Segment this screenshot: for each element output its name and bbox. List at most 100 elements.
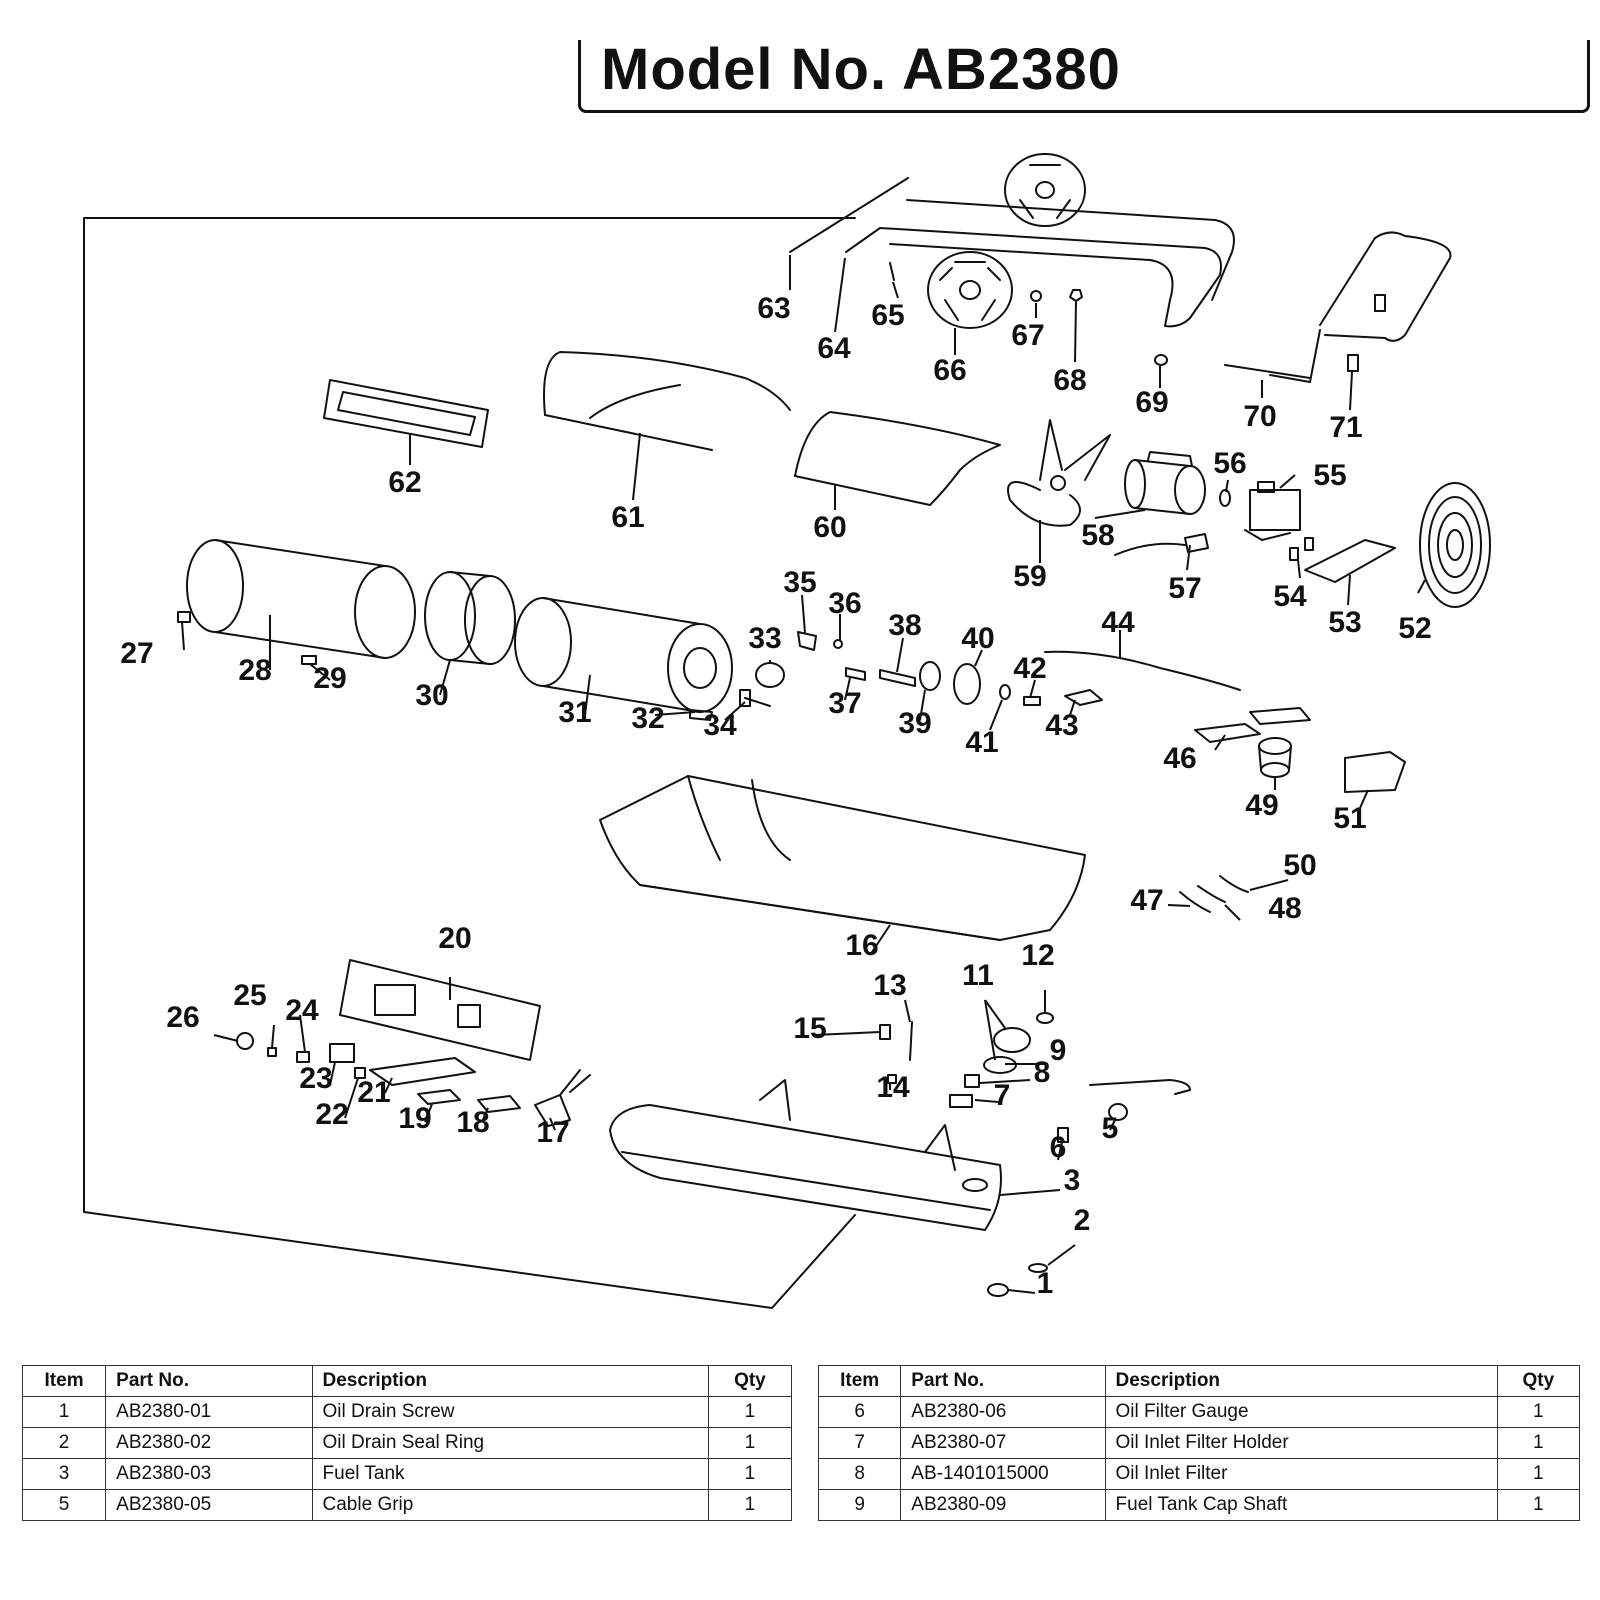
part-13-bolt — [909, 1021, 913, 1061]
callout-8: 8 — [1034, 1056, 1051, 1089]
callout-70: 70 — [1243, 400, 1276, 433]
part-31-inner-combustion-chamber — [514, 597, 733, 713]
callout-14: 14 — [876, 1071, 910, 1104]
part-22-plug — [354, 1067, 366, 1079]
callout-65: 65 — [871, 299, 904, 332]
part-64-handle-frame-back — [906, 199, 1235, 301]
table-row: 9 AB2380-09 Fuel Tank Cap Shaft 1 — [817, 1489, 1581, 1521]
callout-67: 67 — [1011, 319, 1044, 352]
cell-description: Oil Inlet Filter Holder — [1104, 1427, 1498, 1459]
assembly-frame-outline — [83, 217, 856, 1309]
part-16-body-shell — [599, 775, 1086, 941]
exploded-parts-diagram: 63 64 65 66 67 68 69 70 71 62 61 60 59 5… — [83, 153, 1491, 1309]
callout-35: 35 — [783, 566, 816, 599]
callout-labels: 63 64 65 66 67 68 69 70 71 62 61 60 59 5… — [120, 292, 1431, 1300]
callout-15: 15 — [793, 1012, 826, 1045]
part-56-coupling — [1219, 489, 1231, 507]
part-3-fuel-tank — [609, 1079, 1002, 1231]
callout-17: 17 — [536, 1116, 569, 1149]
callout-37: 37 — [828, 687, 861, 720]
part-51-plate — [1344, 751, 1406, 793]
callout-54: 54 — [1273, 580, 1307, 613]
cell-description: Cable Grip — [311, 1489, 709, 1521]
cell-qty: 1 — [1496, 1489, 1581, 1521]
cell-item: 8 — [817, 1458, 902, 1490]
part-29-clip — [301, 655, 317, 665]
part-30-ring — [424, 571, 516, 665]
callout-41: 41 — [965, 726, 998, 759]
part-5-cable-grip — [1108, 1103, 1128, 1121]
part-7-filter-holder — [949, 1094, 973, 1108]
cell-description: Oil Drain Seal Ring — [311, 1427, 709, 1459]
part-63-rod — [789, 177, 909, 253]
callout-30: 30 — [415, 679, 448, 712]
part-14-fitting — [887, 1074, 897, 1084]
part-27-clip — [177, 611, 191, 623]
part-12-seal — [1036, 1012, 1054, 1024]
callout-24: 24 — [285, 994, 319, 1027]
callout-55: 55 — [1313, 459, 1346, 492]
parts-table-area: Item Part No. Description Qty 1 AB2380-0… — [0, 1360, 1600, 1522]
callout-56: 56 — [1213, 447, 1246, 480]
callout-1: 1 — [1037, 1267, 1054, 1300]
cell-item: 2 — [21, 1427, 107, 1459]
callout-20: 20 — [438, 922, 471, 955]
part-43-photocell — [1064, 689, 1103, 706]
part-54-fitting — [1289, 547, 1299, 561]
cell-qty: 1 — [1496, 1396, 1581, 1428]
cell-qty: 1 — [707, 1458, 793, 1490]
part-53-bracket — [1304, 539, 1396, 583]
callout-51: 51 — [1333, 802, 1366, 835]
callout-64: 64 — [817, 332, 851, 365]
callout-2: 2 — [1074, 1204, 1091, 1237]
part-35-bracket — [797, 631, 817, 651]
callout-16: 16 — [845, 929, 878, 962]
col-description: Description — [1104, 1365, 1498, 1397]
part-33-sleeve — [755, 662, 785, 688]
callout-25: 25 — [233, 979, 266, 1012]
part-66-wheel-rear — [1004, 153, 1086, 227]
part-67-washer — [1030, 290, 1042, 302]
part-6-gauge — [1057, 1127, 1069, 1143]
callout-69: 69 — [1135, 386, 1168, 419]
part-49-filter — [1258, 737, 1292, 778]
callout-43: 43 — [1045, 709, 1078, 742]
callout-47: 47 — [1130, 884, 1163, 917]
callout-18: 18 — [456, 1106, 489, 1139]
part-2-seal-ring — [1028, 1263, 1048, 1273]
part-37-nozzle — [845, 667, 866, 681]
cell-item: 3 — [21, 1458, 107, 1490]
part-50-wire — [1219, 875, 1249, 893]
cell-description: Fuel Tank — [311, 1458, 709, 1490]
callout-61: 61 — [611, 501, 644, 534]
cell-item: 7 — [817, 1427, 902, 1459]
cell-qty: 1 — [1496, 1458, 1581, 1490]
part-58-motor — [1124, 451, 1206, 515]
model-title: Model No. AB2380 — [601, 40, 1121, 102]
callout-58: 58 — [1081, 519, 1114, 552]
callout-3: 3 — [1064, 1164, 1081, 1197]
table-row: 1 AB2380-01 Oil Drain Screw 1 — [21, 1396, 793, 1428]
part-17-harness — [534, 1069, 591, 1127]
callout-32: 32 — [631, 702, 664, 735]
table-header-row: Item Part No. Description Qty — [21, 1365, 793, 1397]
callout-38: 38 — [888, 609, 921, 642]
part-32-bracket — [689, 709, 713, 721]
callout-34: 34 — [703, 709, 737, 742]
callout-52: 52 — [1398, 612, 1431, 645]
col-description: Description — [311, 1365, 709, 1397]
callout-27: 27 — [120, 637, 153, 670]
cell-part-no: AB2380-07 — [900, 1427, 1106, 1459]
part-24-switch — [296, 1051, 310, 1063]
cell-description: Oil Drain Screw — [311, 1396, 709, 1428]
table-row: 6 AB2380-06 Oil Filter Gauge 1 — [817, 1396, 1581, 1428]
cell-part-no: AB2380-06 — [900, 1396, 1106, 1428]
callout-11: 11 — [962, 959, 994, 992]
callout-12: 12 — [1021, 939, 1054, 972]
parts-table-right: Item Part No. Description Qty 6 AB2380-0… — [817, 1365, 1581, 1521]
cell-qty: 1 — [707, 1489, 793, 1521]
part-38-nozzle-adapter — [879, 669, 916, 687]
callout-5: 5 — [1102, 1112, 1119, 1145]
part-21-plate — [369, 1057, 476, 1086]
part-59-fan-blade — [1007, 419, 1111, 527]
